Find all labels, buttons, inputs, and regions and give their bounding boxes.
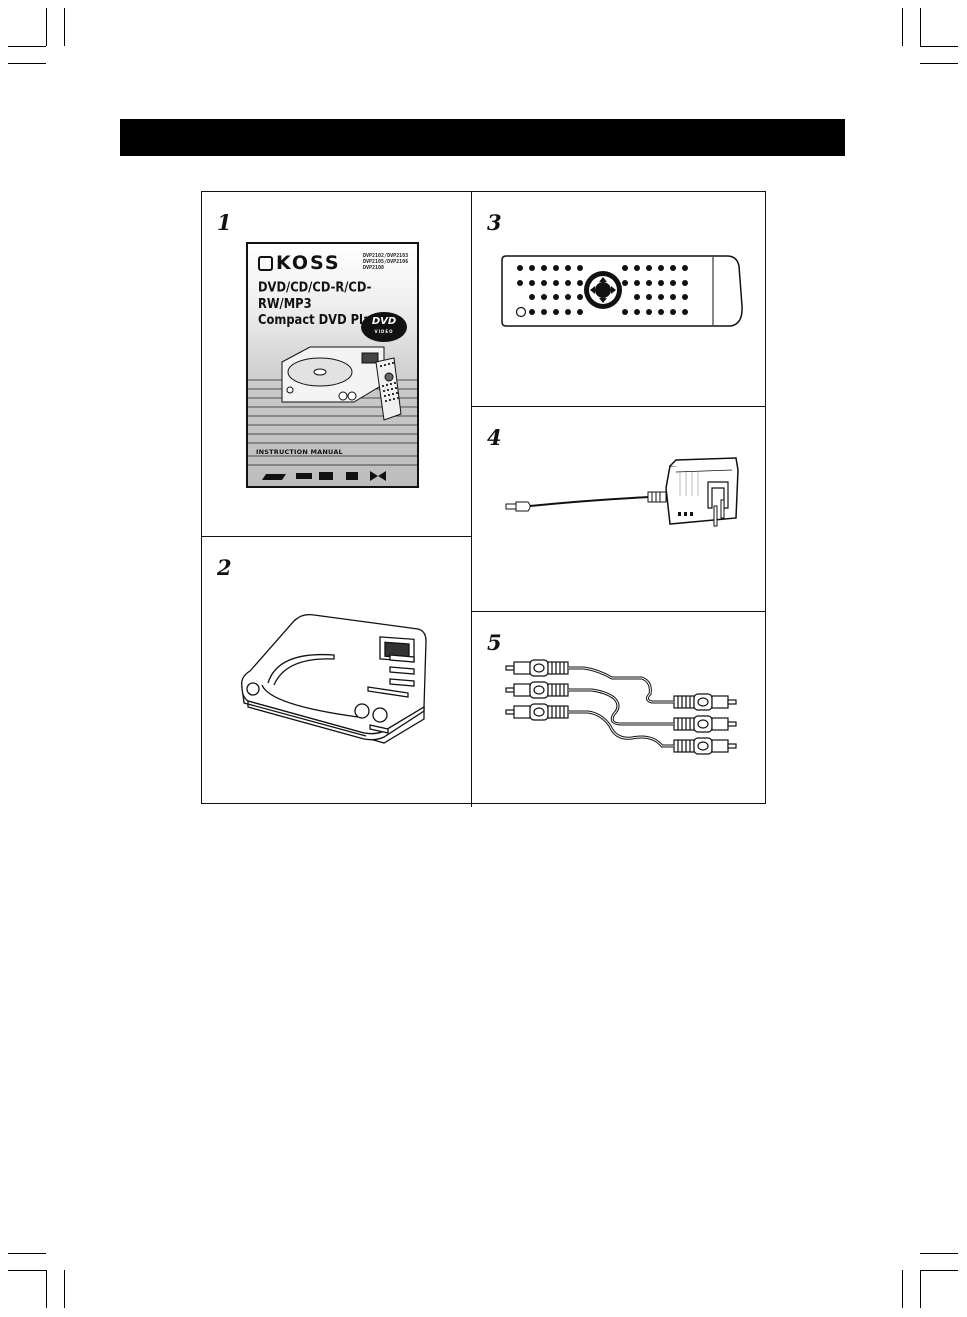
item-number: 3	[487, 210, 502, 235]
crop-mark	[46, 8, 47, 46]
crop-mark	[920, 8, 921, 46]
item-cell-5: 5	[471, 611, 766, 804]
crop-mark	[64, 8, 65, 46]
crop-mark	[920, 1253, 958, 1254]
dvd-video-logo: DVD VIDEO	[361, 312, 407, 342]
item-number: 5	[487, 630, 502, 655]
accessories-grid: 1	[201, 191, 766, 804]
crop-mark	[920, 63, 958, 64]
item-cell-4: 4	[471, 406, 766, 612]
crop-mark	[920, 1270, 958, 1271]
manual-brand: KOSS	[258, 252, 341, 274]
section-title-bar	[120, 119, 845, 156]
crop-mark	[902, 1270, 903, 1308]
item-cell-2: 2	[201, 536, 472, 804]
crop-mark	[8, 63, 46, 64]
crop-mark	[46, 1270, 47, 1308]
crop-mark	[8, 1270, 46, 1271]
instruction-manual-icon: KOSS DVP2102/DVP2103 DVP2105/DVP2106 DVP…	[246, 242, 419, 488]
manual-brand-text: KOSS	[276, 252, 341, 274]
manual-models: DVP2102/DVP2103 DVP2105/DVP2106 DVP2108	[363, 253, 411, 271]
crop-mark	[8, 46, 46, 47]
dvd-player-icon	[238, 607, 434, 747]
item-cell-1: 1	[201, 191, 472, 537]
item-number: 4	[487, 425, 502, 450]
koss-logo-icon	[258, 256, 273, 271]
divider-tick	[471, 803, 472, 807]
crop-mark	[902, 8, 903, 46]
crop-mark	[8, 1253, 46, 1254]
av-cable-icon	[502, 654, 746, 764]
item-number: 2	[217, 555, 232, 580]
remote-control-icon	[499, 254, 745, 330]
item-cell-3: 3	[471, 191, 766, 407]
dvd-logo-sub: VIDEO	[361, 329, 407, 334]
manual-headline-line1: DVD/CD/CD-R/CD-RW/MP3	[258, 279, 418, 311]
manual-label: INSTRUCTION MANUAL	[256, 448, 343, 456]
crop-mark	[920, 1270, 921, 1308]
crop-mark	[64, 1270, 65, 1308]
crop-mark	[920, 46, 958, 47]
item-number: 1	[217, 210, 232, 235]
dvd-logo-text: DVD	[372, 316, 396, 327]
ac-adapter-icon	[500, 452, 750, 552]
